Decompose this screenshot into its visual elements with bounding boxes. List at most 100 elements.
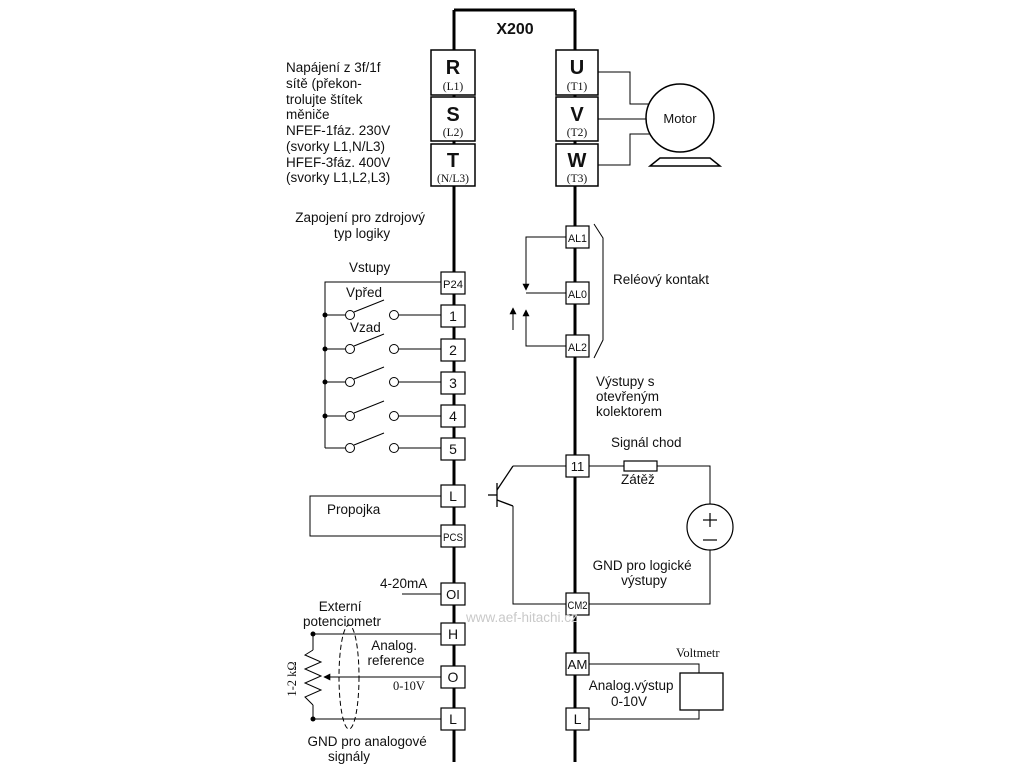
terminal-t-letter: T xyxy=(447,150,459,172)
terminal-pcs[interactable]: PCS xyxy=(440,524,466,548)
terminal-oi-label: OI xyxy=(446,587,460,602)
terminal-al2-label: AL2 xyxy=(568,342,587,354)
current-input-label: 4-20mA xyxy=(380,576,427,591)
terminal-v-letter: V xyxy=(570,104,584,126)
left-control-terminals: P24 1 2 3 4 5 L PCS xyxy=(440,271,466,731)
terminal-cm2[interactable]: CM2 xyxy=(565,592,590,616)
jumper-label: Propojka xyxy=(327,502,381,517)
input-switch-1[interactable] xyxy=(345,299,399,320)
terminal-l-analog-label: L xyxy=(449,711,457,727)
terminal-u[interactable]: U (T1) xyxy=(555,49,599,96)
power-input-terminals: R (L1) S (L2) T (N/L3) xyxy=(430,49,476,187)
terminal-s-sub: (L2) xyxy=(443,127,464,139)
input-junction-dots xyxy=(322,312,328,419)
reverse-label: Vzad xyxy=(350,320,381,335)
terminal-3-label: 3 xyxy=(449,375,457,391)
terminal-l-logic[interactable]: L xyxy=(440,484,466,508)
open-collector-line: Výstupy s xyxy=(596,374,655,389)
supply-note-line: měniče xyxy=(286,107,330,122)
pot-value: 1-2 kΩ xyxy=(285,661,299,696)
supply-note-line: NFEF-1fáz. 230V xyxy=(286,123,390,138)
analog-out-note: Analog.výstup 0-10V xyxy=(589,678,678,709)
terminal-l-analog[interactable]: L xyxy=(440,707,466,731)
potentiometer-junction-dots xyxy=(310,631,316,722)
logic-note: Zapojení pro zdrojový typ logiky xyxy=(295,210,429,241)
terminal-al2[interactable]: AL2 xyxy=(565,334,590,358)
relay-wiring xyxy=(509,223,604,359)
transistor-symbol xyxy=(488,465,514,507)
terminal-l-logic-label: L xyxy=(449,488,457,504)
terminal-al0[interactable]: AL0 xyxy=(565,281,590,305)
terminal-al1[interactable]: AL1 xyxy=(565,225,590,249)
terminal-w-sub: (T3) xyxy=(567,173,588,185)
input-switch-wiring xyxy=(324,281,441,449)
terminal-s[interactable]: S (L2) xyxy=(430,96,476,142)
input-switch-5[interactable] xyxy=(345,432,399,453)
terminal-w[interactable]: W (T3) xyxy=(555,143,599,187)
voltmeter-label: Voltmetr xyxy=(676,646,720,660)
terminal-l-output[interactable]: L xyxy=(565,707,590,731)
ext-pot-line: Externí xyxy=(319,599,362,614)
input-switch-2[interactable] xyxy=(345,333,399,354)
device-title: X200 xyxy=(496,21,533,38)
supply-note-line: trolujte štítek xyxy=(286,92,363,107)
terminal-r-letter: R xyxy=(446,57,461,79)
terminal-am[interactable]: AM xyxy=(565,652,590,676)
ext-pot-note: Externí potenciometr xyxy=(303,599,382,629)
open-collector-wiring xyxy=(512,465,711,605)
analog-ref-line: Analog. xyxy=(371,638,417,653)
supply-note-line: sítě (překon- xyxy=(286,76,362,91)
dc-source-icon xyxy=(686,503,734,551)
terminal-al1-label: AL1 xyxy=(568,233,587,245)
terminal-v-sub: (T2) xyxy=(567,127,588,139)
terminal-l-output-label: L xyxy=(574,711,582,727)
load-label: Zátěž xyxy=(621,472,655,487)
inputs-label: Vstupy xyxy=(349,260,391,275)
analog-output-wiring xyxy=(589,663,700,720)
terminal-2[interactable]: 2 xyxy=(440,338,466,362)
input-switch-4[interactable] xyxy=(345,400,399,421)
terminal-oi[interactable]: OI xyxy=(440,582,466,606)
terminal-h[interactable]: H xyxy=(440,622,466,646)
terminal-am-label: AM xyxy=(568,657,588,672)
terminal-al0-label: AL0 xyxy=(568,289,587,301)
supply-note-line: Napájení z 3f/1f xyxy=(286,60,381,75)
terminal-h-label: H xyxy=(448,626,458,642)
terminal-11-label: 11 xyxy=(571,459,585,474)
terminal-r[interactable]: R (L1) xyxy=(430,49,476,96)
logic-gnd-note: GND pro logické výstupy xyxy=(593,558,696,588)
supply-note-line: (svorky L1,L2,L3) xyxy=(286,170,390,185)
terminal-o[interactable]: O xyxy=(440,665,466,689)
voltmeter-icon xyxy=(679,672,724,711)
terminal-w-letter: W xyxy=(568,150,587,172)
terminal-t[interactable]: T (N/L3) xyxy=(430,143,476,187)
terminal-r-sub: (L1) xyxy=(443,81,464,93)
terminal-11[interactable]: 11 xyxy=(565,454,590,478)
open-collector-line: kolektorem xyxy=(596,404,662,419)
power-output-terminals: U (T1) V (T2) W (T3) xyxy=(555,49,599,187)
logic-gnd-line: GND pro logické xyxy=(593,558,692,573)
watermark: www.aef-hitachi.cz xyxy=(465,610,578,625)
analog-ref-line: reference xyxy=(367,653,424,668)
terminal-v[interactable]: V (T2) xyxy=(555,96,599,142)
terminal-1[interactable]: 1 xyxy=(440,304,466,328)
analog-out-line: 0-10V xyxy=(611,694,647,709)
supply-note-line: HFEF-3fáz. 400V xyxy=(286,155,390,170)
terminal-4-label: 4 xyxy=(449,408,457,424)
analog-gnd-note: GND pro analogové signály xyxy=(307,734,430,764)
right-control-terminals: AL1 AL0 AL2 11 CM2 AM L xyxy=(565,225,590,731)
motor-label: Motor xyxy=(663,111,697,126)
terminal-5[interactable]: 5 xyxy=(440,437,466,461)
input-switch-3[interactable] xyxy=(345,366,399,387)
run-signal-label: Signál chod xyxy=(611,435,682,450)
terminal-p24[interactable]: P24 xyxy=(440,271,466,295)
terminal-pcs-label: PCS xyxy=(443,532,463,544)
analog-out-line: Analog.výstup xyxy=(589,678,674,693)
analog-gnd-line: signály xyxy=(328,749,370,764)
terminal-t-sub: (N/L3) xyxy=(437,173,469,185)
terminal-3[interactable]: 3 xyxy=(440,371,466,395)
ext-pot-line: potenciometr xyxy=(303,614,382,629)
terminal-4[interactable]: 4 xyxy=(440,404,466,428)
terminal-s-letter: S xyxy=(446,104,459,126)
